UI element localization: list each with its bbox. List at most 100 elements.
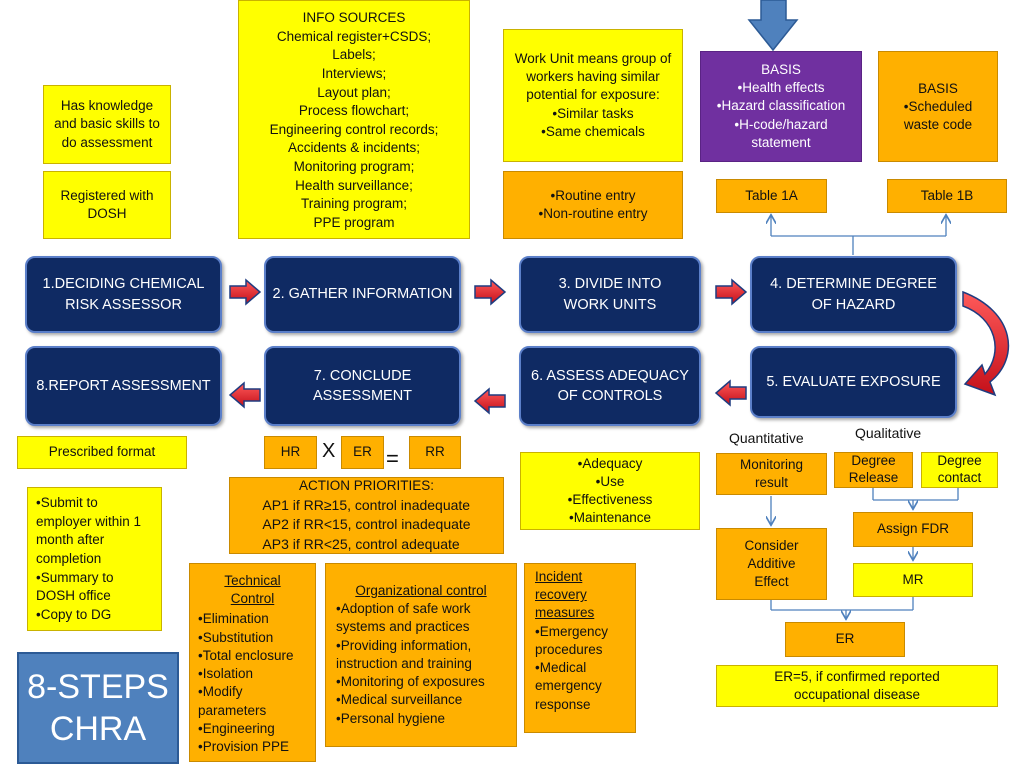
report-item: •Summary to DOSH office xyxy=(36,569,114,604)
step-6-box: 6. ASSESS ADEQUACY OF CONTROLS xyxy=(519,346,701,426)
mr-box: MR xyxy=(853,563,973,597)
flow-arrow-3-4 xyxy=(715,278,748,306)
info-source-item: Process flowchart; xyxy=(298,103,410,119)
flow-arrow-5-6 xyxy=(714,379,747,407)
degree-contact-label: Degree contact xyxy=(937,453,982,485)
organizational-item: •Monitoring of exposures xyxy=(336,674,485,690)
degree-contact-box: Degree contact xyxy=(921,452,998,488)
technical-control-box: Technical Control •Elimination •Substitu… xyxy=(189,563,316,762)
entry-box: •Routine entry •Non-routine entry xyxy=(503,171,683,239)
table-connectors xyxy=(771,216,946,255)
work-unit-item: •Similar tasks xyxy=(552,105,634,121)
er-factor-label: ER xyxy=(353,444,372,460)
times-sign: X xyxy=(322,440,336,462)
basis-item: •Scheduled waste code xyxy=(903,99,973,133)
organizational-item: •Medical surveillance xyxy=(336,692,463,708)
knowledge-text: Has knowledge and basic skills to do ass… xyxy=(54,98,160,150)
organizational-item: •Personal hygiene xyxy=(336,710,446,726)
mr-label: MR xyxy=(902,571,924,587)
curve-arrow-4-5 xyxy=(962,290,1010,397)
basis-waste-box: BASIS •Scheduled waste code xyxy=(878,51,998,162)
step-8-label: 8.REPORT ASSESSMENT xyxy=(36,377,211,394)
step-4-label: 4. DETERMINE DEGREE OF HAZARD xyxy=(770,276,937,313)
rr-box: RR xyxy=(409,436,461,469)
organizational-control-box: Organizational control •Adoption of safe… xyxy=(325,563,517,747)
flow-arrow-1-2 xyxy=(229,278,262,306)
prescribed-format-label: Prescribed format xyxy=(48,444,156,460)
table-1a-box: Table 1A xyxy=(716,179,827,213)
table-1b-box: Table 1B xyxy=(887,179,1007,213)
basis-health-box: BASIS •Health effects •Hazard classifica… xyxy=(700,51,862,162)
basis-item: •Hazard classification xyxy=(716,98,846,114)
organizational-item: •Adoption of safe work systems and pract… xyxy=(336,601,471,635)
info-source-item: PPE program xyxy=(313,214,395,230)
chra-title-box: 8-STEPS CHRA xyxy=(17,652,179,764)
info-source-item: Labels; xyxy=(332,47,376,63)
adequacy-item: •Adequacy xyxy=(577,455,643,471)
step-2-box: 2. GATHER INFORMATION xyxy=(264,256,461,333)
step-6-label: 6. ASSESS ADEQUACY OF CONTROLS xyxy=(531,367,689,404)
monitoring-result-label: Monitoring result xyxy=(739,456,804,490)
report-steps-box: •Submit to employer within 1 month after… xyxy=(27,487,162,631)
down-arrow-icon xyxy=(747,0,799,52)
er-note-box: ER=5, if confirmed reported occupational… xyxy=(716,665,998,707)
technical-item: •Engineering xyxy=(198,720,275,736)
action-priority-item: AP3 if RR<25, control adequate xyxy=(262,535,460,552)
exposure-connectors xyxy=(771,488,959,618)
technical-item: •Substitution xyxy=(198,629,274,645)
table-1b-label: Table 1B xyxy=(920,187,974,203)
er-label: ER xyxy=(835,631,855,647)
info-source-item: Accidents & incidents; xyxy=(287,140,421,156)
action-priorities-box: ACTION PRIORITIES: AP1 if RR≥15, control… xyxy=(229,477,504,554)
step-3-box: 3. DIVIDE INTO WORK UNITS xyxy=(519,256,701,333)
adequacy-item: •Maintenance xyxy=(568,510,652,526)
registered-text: Registered with DOSH xyxy=(60,187,154,221)
additive-effect-box: Consider Additive Effect xyxy=(716,528,827,600)
additive-effect-label: Consider Additive Effect xyxy=(744,537,799,590)
adequacy-box: •Adequacy •Use •Effectiveness •Maintenan… xyxy=(520,452,700,530)
info-source-item: Layout plan; xyxy=(317,84,391,100)
info-sources-title: INFO SOURCES xyxy=(302,10,406,25)
basis-title: BASIS xyxy=(918,81,958,96)
basis-title: BASIS xyxy=(761,61,801,77)
degree-release-label: Degree Release xyxy=(848,453,899,485)
assign-fdr-box: Assign FDR xyxy=(853,512,973,547)
incident-item: •Medical emergency response xyxy=(535,660,602,712)
step-3-label: 3. DIVIDE INTO WORK UNITS xyxy=(558,276,662,313)
incident-recovery-title: Incident recovery measures xyxy=(535,569,595,621)
organizational-item: •Providing information, instruction and … xyxy=(336,637,472,671)
entry-item: •Non-routine entry xyxy=(538,206,648,221)
step-5-label: 5. EVALUATE EXPOSURE xyxy=(766,373,941,390)
technical-item: •Total enclosure xyxy=(198,647,294,663)
step-2-label: 2. GATHER INFORMATION xyxy=(272,286,453,303)
er-note-text: ER=5, if confirmed reported occupational… xyxy=(774,669,940,702)
step-8-box: 8.REPORT ASSESSMENT xyxy=(25,346,222,426)
qualitative-label: Qualitative xyxy=(855,425,922,441)
entry-item: •Routine entry xyxy=(550,187,636,203)
step-1-box: 1.DECIDING CHEMICAL RISK ASSESSOR xyxy=(25,256,222,333)
er-box: ER xyxy=(785,622,905,657)
chra-title: 8-STEPS CHRA xyxy=(27,667,169,749)
action-priority-item: AP2 if RR<15, control inadequate xyxy=(262,516,471,533)
technical-item: •Isolation xyxy=(198,666,254,682)
knowledge-note: Has knowledge and basic skills to do ass… xyxy=(43,85,171,164)
basis-item: •Health effects xyxy=(737,80,825,96)
organizational-control-title: Organizational control xyxy=(355,583,487,598)
technical-control-title: Technical Control xyxy=(224,573,281,607)
info-source-item: Monitoring program; xyxy=(293,159,415,174)
adequacy-item: •Effectiveness xyxy=(567,492,653,507)
info-source-item: Health surveillance; xyxy=(295,177,413,193)
adequacy-item: •Use xyxy=(595,473,625,489)
work-unit-definition: Work Unit means group of workers having … xyxy=(514,50,672,103)
report-item: •Copy to DG xyxy=(36,606,112,622)
action-priorities-title: ACTION PRIORITIES: xyxy=(298,477,434,493)
step-4-box: 4. DETERMINE DEGREE OF HAZARD xyxy=(750,256,957,333)
flow-arrow-2-3 xyxy=(474,278,507,306)
step-7-box: 7. CONCLUDE ASSESSMENT xyxy=(264,346,461,426)
info-sources-box: INFO SOURCES Chemical register+CSDS; Lab… xyxy=(238,0,470,239)
step-7-label: 7. CONCLUDE ASSESSMENT xyxy=(312,367,413,404)
technical-item: •Provision PPE xyxy=(198,738,290,754)
hr-box: HR xyxy=(264,436,317,469)
registered-note: Registered with DOSH xyxy=(43,171,171,239)
